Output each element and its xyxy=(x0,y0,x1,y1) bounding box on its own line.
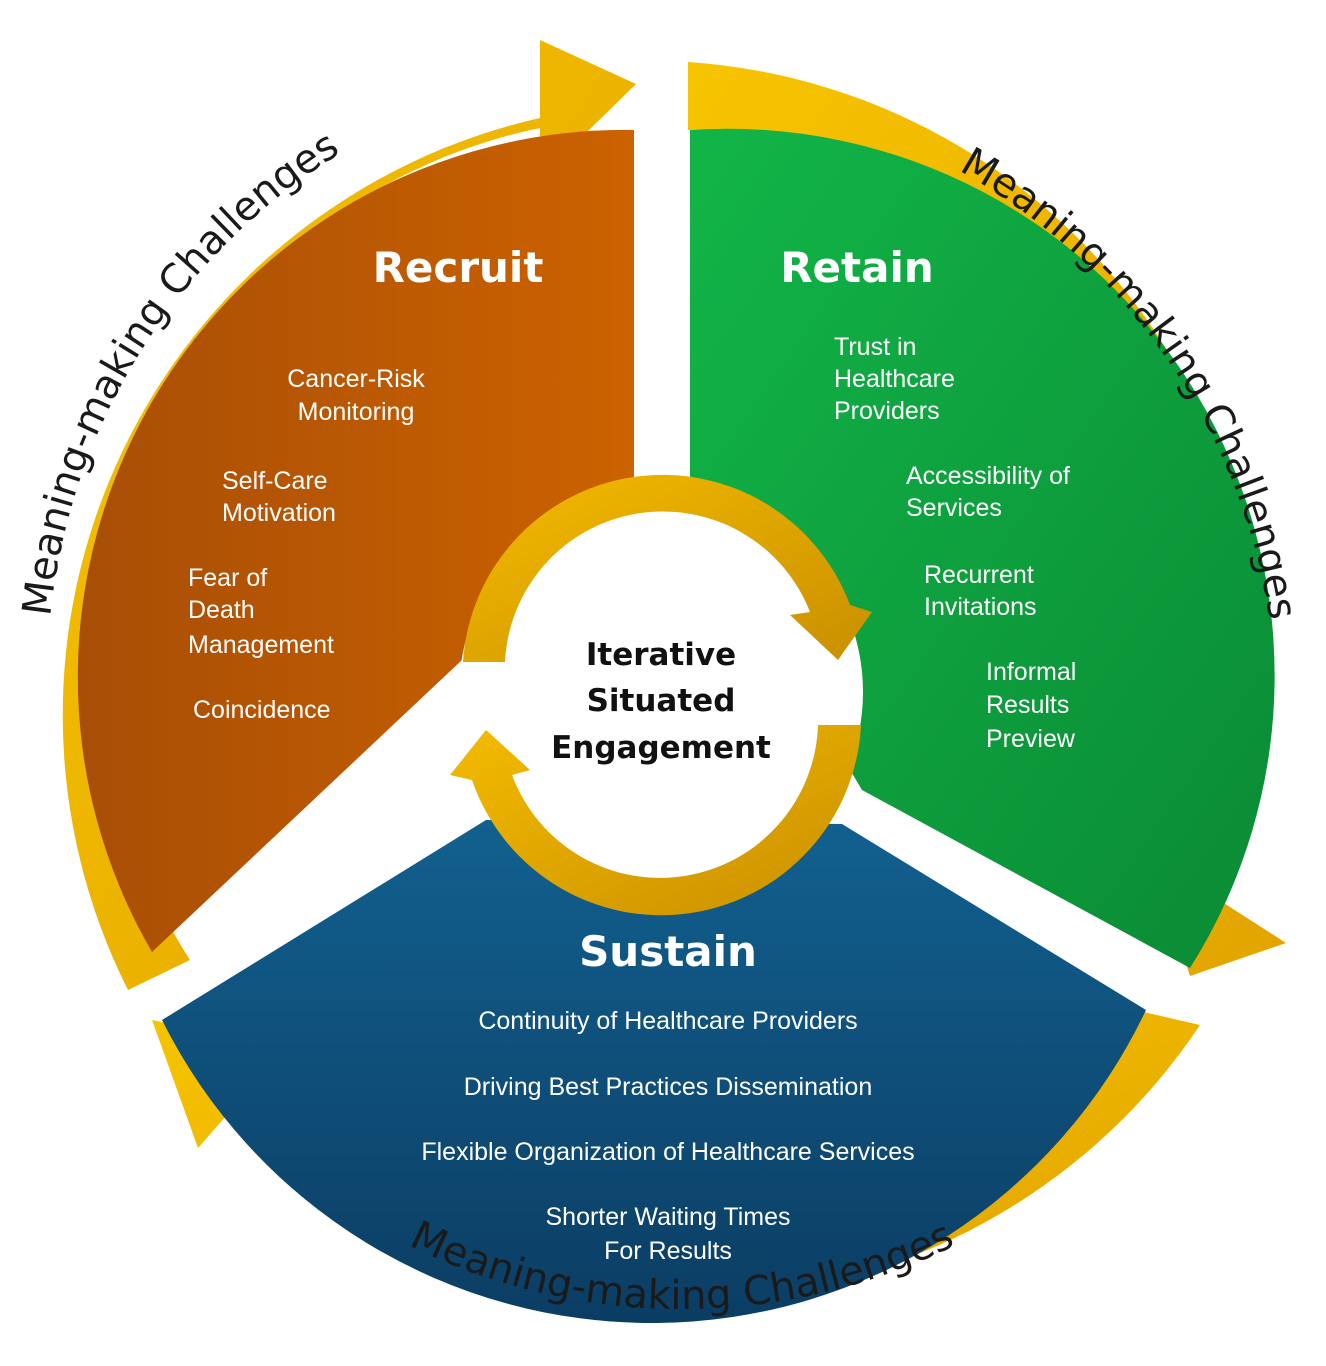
recruit-item: Motivation xyxy=(222,499,336,527)
retain-item: Accessibility of xyxy=(906,462,1070,490)
recruit-item: Coincidence xyxy=(193,696,331,724)
recruit-item: Self-Care xyxy=(222,467,328,495)
retain-item: Providers xyxy=(834,397,940,425)
center-cycle xyxy=(450,474,872,916)
retain-item: Invitations xyxy=(924,593,1037,621)
retain-item: Healthcare xyxy=(834,365,955,393)
retain-item: Services xyxy=(906,494,1002,522)
recruit-title: Recruit xyxy=(373,243,544,292)
recruit-item: Death xyxy=(188,596,255,624)
retain-title: Retain xyxy=(780,243,934,292)
recruit-item: Management xyxy=(188,631,334,659)
retain-item: Recurrent xyxy=(924,561,1034,589)
sustain-item: Driving Best Practices Dissemination xyxy=(464,1073,872,1101)
center-line-1: Iterative xyxy=(586,637,736,673)
segment-retain xyxy=(690,128,1275,969)
sustain-item: Continuity of Healthcare Providers xyxy=(478,1007,857,1035)
sustain-item: For Results xyxy=(604,1237,732,1265)
recruit-item: Monitoring xyxy=(298,398,415,426)
cycle-arrow-top xyxy=(463,474,872,662)
center-line-3: Engagement xyxy=(551,730,771,766)
sustain-item: Shorter Waiting Times xyxy=(546,1203,791,1231)
sustain-title: Sustain xyxy=(579,927,757,976)
cycle-arrow-bottom xyxy=(450,725,861,916)
segment-recruit xyxy=(77,129,635,952)
retain-item: Preview xyxy=(986,725,1076,753)
recruit-item: Cancer-Risk xyxy=(287,365,425,393)
retain-item: Trust in xyxy=(834,333,916,361)
sustain-item: Flexible Organization of Healthcare Serv… xyxy=(421,1138,914,1166)
retain-item: Informal xyxy=(986,658,1076,686)
recruit-item: Fear of xyxy=(188,564,267,592)
retain-item: Results xyxy=(986,691,1069,719)
center-line-2: Situated xyxy=(587,683,736,719)
segment-sustain xyxy=(162,820,1146,1324)
